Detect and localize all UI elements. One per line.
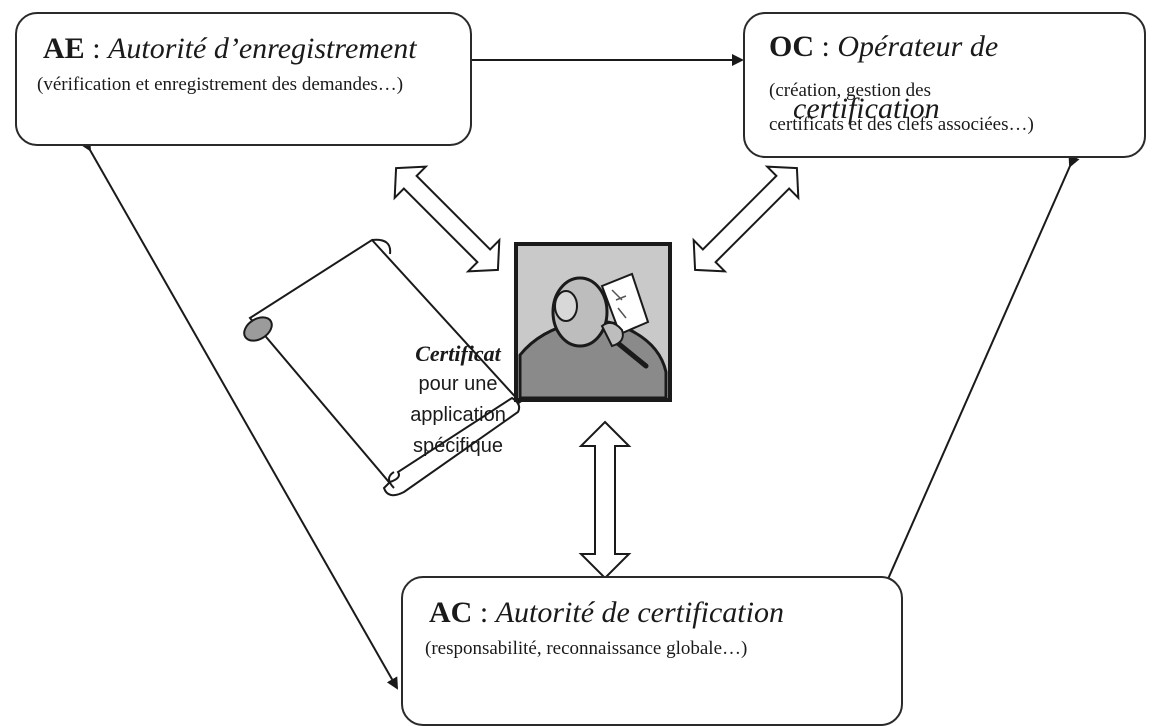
ae-description: (vérification et enregistrement des dema… xyxy=(37,74,404,95)
ae-name: Autorité d’enregistrement xyxy=(108,32,417,65)
oc-name-part1: Opérateur de xyxy=(837,30,999,63)
oc-description-part2: certificats et des clefs associées…) xyxy=(769,114,1034,135)
oc-name-line2: certification (création, gestion des xyxy=(769,76,1139,125)
ae-separator: : xyxy=(84,32,109,65)
ae-abbr: AE xyxy=(43,32,85,65)
oc-separator: : xyxy=(814,30,838,63)
oc-box: OC : Opérateur de certification (créatio… xyxy=(743,12,1146,158)
oc-description-part1: (création, gestion des xyxy=(769,80,931,101)
certificate-line2: application xyxy=(410,404,506,426)
certificate-title: Certificat xyxy=(415,341,501,366)
ac-title: AC : Autorité de certification xyxy=(429,596,784,630)
certificate-line3: spécifique xyxy=(412,435,504,457)
ac-name: Autorité de certification xyxy=(495,596,784,629)
connector-ae-ac xyxy=(79,138,398,690)
ae-box: AE : Autorité d’enregistrement (vérifica… xyxy=(15,12,472,146)
oc-title: OC : Opérateur de xyxy=(769,30,998,64)
ac-box: AC : Autorité de certification (responsa… xyxy=(401,576,903,726)
user-with-certificate-icon xyxy=(514,242,672,402)
ac-abbr: AC xyxy=(429,596,473,629)
ae-title: AE : Autorité d’enregistrement xyxy=(43,32,417,66)
oc-abbr: OC xyxy=(769,30,814,63)
diagram-connectors xyxy=(79,54,1080,690)
double-arrow-oc-user xyxy=(692,165,800,273)
double-arrow-user-ac xyxy=(578,420,632,580)
certificate-line1: pour une xyxy=(418,373,498,395)
certificate-scroll-icon xyxy=(243,238,522,497)
ac-separator: : xyxy=(472,596,496,629)
oc-name-part2: certification xyxy=(793,92,940,125)
double-arrow-ae-user xyxy=(393,165,501,273)
ac-description: (responsabilité, reconnaissance globale…… xyxy=(425,638,748,659)
certificate-label: Certificat pour une application spécifiq… xyxy=(398,338,518,462)
